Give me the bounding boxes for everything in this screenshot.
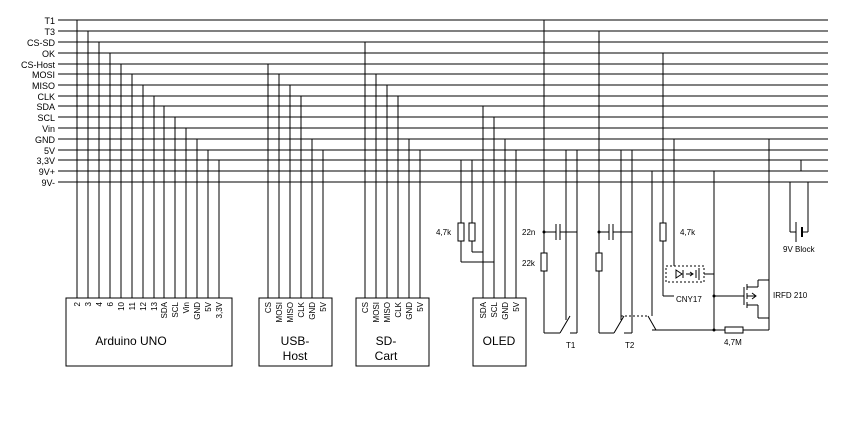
bus-label-miso: MISO	[32, 81, 55, 91]
usb-host-box	[258, 297, 333, 367]
bus-labels: T1 T3 CS-SD OK CS-Host MOSI MISO CLK SDA…	[21, 16, 56, 188]
pullup-resistor-label: 4,7k	[436, 228, 452, 237]
oled-pin-gnd: GND	[501, 302, 510, 320]
resistor-22k-t1	[540, 252, 548, 272]
sd-card-box	[355, 297, 430, 367]
sd-card-pin-gnd: GND	[405, 302, 414, 320]
switch-t1-circuit: 22n 22k T1	[522, 20, 578, 350]
bus-label-t3: T3	[44, 27, 55, 37]
sd-card-title-line-1: SD-	[376, 334, 397, 348]
bus-label-clk: CLK	[37, 92, 55, 102]
usb-host-pin-gnd: GND	[308, 302, 317, 320]
pullup-resistor-scl	[468, 222, 476, 242]
switch-t2-lever	[613, 315, 625, 334]
arduino-pin-scl: SCL	[171, 301, 180, 317]
arduino-pin-3: 3	[84, 301, 93, 306]
bus-label-cs-host: CS-Host	[21, 60, 56, 70]
sd-card-pin-clk: CLK	[394, 301, 403, 317]
oled-pin-wires	[482, 106, 517, 298]
switch-t1-lever	[559, 315, 571, 334]
bus-label-vin: Vin	[42, 124, 55, 134]
usb-host-pin-clk: CLK	[297, 301, 306, 317]
arduino-pin-wires	[76, 20, 220, 298]
usb-host-pin-wires	[267, 64, 324, 298]
optocoupler-label: CNY17	[676, 295, 702, 304]
mosfet-label: IRFD 210	[773, 291, 808, 300]
sd-card-pin-cs: CS	[361, 302, 370, 313]
capacitor-t1-label: 22n	[522, 228, 535, 237]
optocoupler-arrow-icon	[689, 271, 694, 277]
bus-label-9v-minus: 9V-	[41, 178, 55, 188]
oled-pin-5v: 5V	[512, 301, 521, 311]
usb-host-pin-miso: MISO	[286, 302, 295, 322]
switch-t1-label: T1	[566, 341, 576, 350]
arduino-pin-13: 13	[150, 301, 159, 310]
switch-t2-second-contact	[647, 315, 657, 331]
resistor-4k7	[659, 222, 667, 242]
oled-module: SDA SCL GND 5V OLED 4,7k	[436, 106, 527, 367]
usb-host-title-line-1: USB-	[281, 334, 310, 348]
battery-label: 9V Block	[783, 245, 816, 254]
sd-card-pin-miso: MISO	[383, 302, 392, 322]
resistor-22k-label: 22k	[522, 259, 536, 268]
bus-label-9v-plus: 9V+	[39, 167, 55, 177]
arduino-pin-gnd: GND	[193, 302, 202, 320]
arduino-title: Arduino UNO	[95, 334, 166, 348]
arduino-pin-5v: 5V	[204, 301, 213, 311]
bus-label-gnd: GND	[35, 135, 56, 145]
sd-card-title-line-2: Cart	[375, 349, 398, 363]
power-switching-circuit: 4,7k CNY17 4,7M IRFD 210	[652, 53, 816, 347]
resistor-22k-t2	[595, 252, 603, 272]
sd-card-pin-mosi: MOSI	[372, 302, 381, 322]
usb-host-module: CS MOSI MISO CLK GND 5V USB- Host	[258, 64, 333, 367]
resistor-4m7	[724, 326, 744, 334]
resistor-4k7-label: 4,7k	[680, 228, 696, 237]
optocoupler-led-icon	[675, 269, 683, 279]
bus-label-3v3: 3,3V	[36, 156, 55, 166]
bus-label-cs-sd: CS-SD	[27, 38, 56, 48]
arduino-pin-sda: SDA	[160, 301, 169, 318]
optocoupler-cny17	[665, 265, 705, 283]
usb-host-pin-5v: 5V	[319, 301, 328, 311]
usb-host-pin-mosi: MOSI	[275, 302, 284, 322]
arduino-pin-12: 12	[139, 301, 148, 310]
bus-label-ok: OK	[42, 49, 55, 59]
arduino-pin-6: 6	[106, 301, 115, 306]
bus-lines	[58, 19, 828, 183]
arduino-pin-4: 4	[95, 301, 104, 306]
resistor-4m7-label: 4,7M	[724, 338, 742, 347]
arduino-pin-10: 10	[117, 301, 126, 310]
usb-host-title-line-2: Host	[283, 349, 308, 363]
mosfet-arrow-icon	[751, 292, 757, 300]
arduino-pin-2: 2	[73, 301, 82, 306]
bus-label-mosi: MOSI	[32, 70, 55, 80]
switch-t2-label: T2	[625, 341, 635, 350]
arduino-box	[65, 297, 233, 367]
i2c-pullup-resistors: 4,7k	[436, 159, 494, 263]
oled-pin-sda: SDA	[479, 301, 488, 318]
sd-card-pin-wires	[364, 42, 421, 298]
switch-t2-circuit: T2	[595, 31, 657, 350]
bus-label-scl: SCL	[37, 113, 55, 123]
sd-card-pin-5v: 5V	[416, 301, 425, 311]
arduino-pin-11: 11	[128, 301, 137, 310]
arduino-pin-3v3: 3,3V	[215, 301, 224, 318]
oled-pin-scl: SCL	[490, 301, 499, 317]
oled-title: OLED	[483, 334, 516, 348]
bus-label-t1: T1	[44, 16, 55, 26]
arduino-uno-module: 2 3 4 6 10 11 12 13 SDA SCL Vin GND 5V 3…	[65, 20, 233, 367]
oled-box	[472, 297, 527, 367]
bus-label-sda: SDA	[36, 102, 55, 112]
junction-dots	[542, 230, 716, 332]
pullup-resistor-sda	[457, 222, 465, 242]
bus-label-5v: 5V	[44, 146, 55, 156]
usb-host-pin-cs: CS	[264, 302, 273, 313]
arduino-pin-vin: Vin	[182, 302, 191, 313]
sd-card-module: CS MOSI MISO CLK GND 5V SD- Cart	[355, 42, 430, 367]
